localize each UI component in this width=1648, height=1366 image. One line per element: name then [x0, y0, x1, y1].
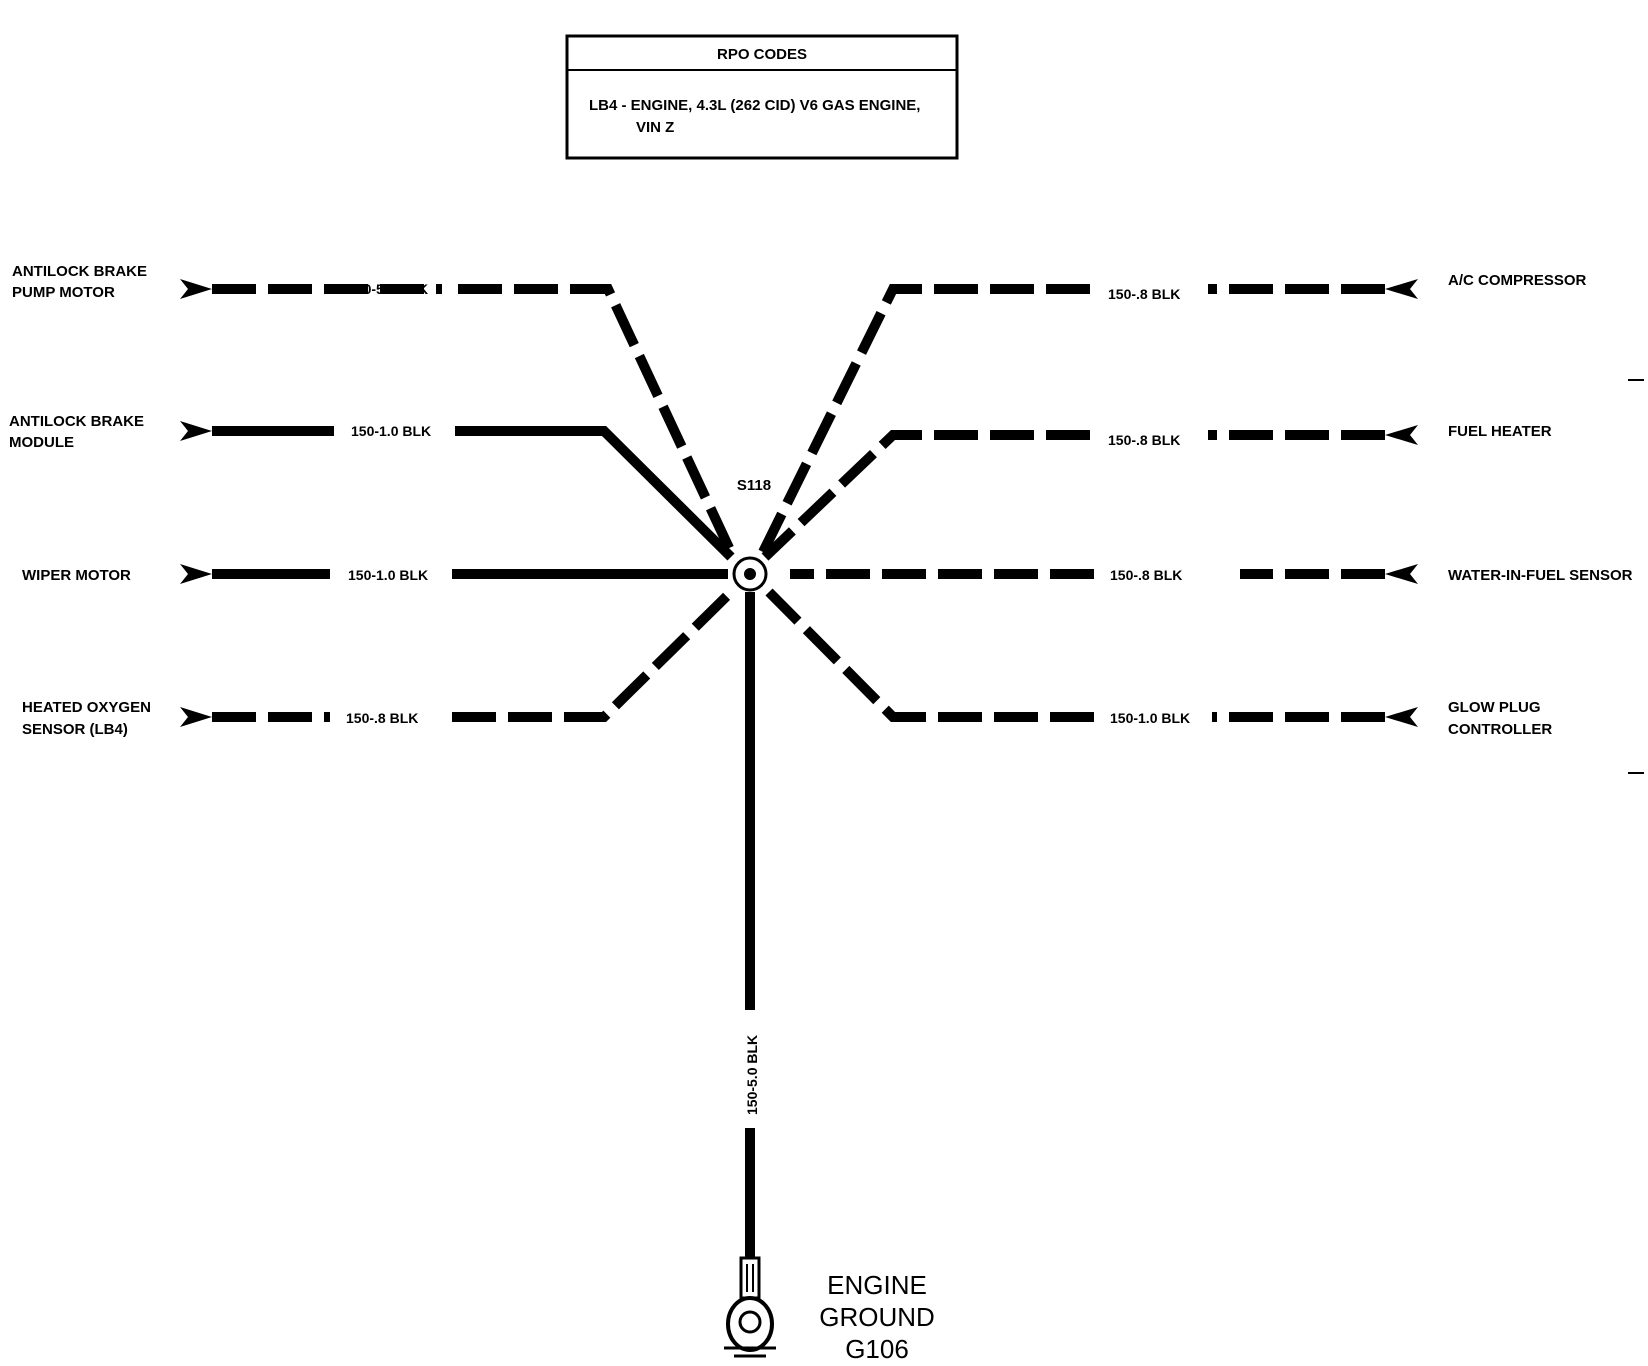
- splice-label: S118: [737, 477, 771, 494]
- rpo-codes-box: RPO CODES LB4 - ENGINE, 4.3L (262 CID) V…: [565, 34, 959, 160]
- label-fuel-heater: FUEL HEATER: [1448, 423, 1552, 440]
- label-antilock-brake-module-2: MODULE: [9, 434, 74, 451]
- label-ac-compressor: A/C COMPRESSOR: [1448, 272, 1587, 289]
- label-water-in-fuel-sensor: WATER-IN-FUEL SENSOR: [1448, 567, 1633, 584]
- wire-antilock-brake-module: [212, 426, 735, 561]
- wire-label-pump-motor: 150-5.0 BLK: [348, 281, 428, 297]
- label-heated-oxygen-sensor-2: SENSOR (LB4): [22, 721, 128, 738]
- wire-label-brake-module: 150-1.0 BLK: [351, 423, 431, 439]
- splice-s118: S118: [732, 477, 771, 592]
- label-antilock-brake-module-1: ANTILOCK BRAKE: [9, 413, 144, 430]
- label-antilock-brake-pump-motor-1: ANTILOCK BRAKE: [12, 263, 147, 280]
- label-glow-plug-controller-1: GLOW PLUG: [1448, 699, 1541, 716]
- wire-label-ground: 150-5.0 BLK: [744, 1035, 760, 1115]
- wire-antilock-brake-pump-motor: [212, 284, 736, 555]
- ground-label-3: G106: [845, 1334, 909, 1364]
- wire-glow-plug-controller: [765, 588, 1385, 722]
- connector-arrows-right: [1385, 279, 1418, 727]
- wire-label-water-in-fuel: 150-.8 BLK: [1110, 567, 1182, 583]
- connector-arrow-icon: [180, 707, 212, 727]
- label-antilock-brake-pump-motor-2: PUMP MOTOR: [12, 284, 115, 301]
- ground-symbol-icon: [724, 1256, 776, 1358]
- ground-label-2: GROUND: [819, 1302, 935, 1332]
- connector-arrow-icon: [1385, 425, 1418, 445]
- label-glow-plug-controller-2: CONTROLLER: [1448, 721, 1552, 738]
- wire-label-wiper-motor: 150-1.0 BLK: [348, 567, 428, 583]
- connector-arrows-left: [180, 279, 212, 727]
- rpo-code-line-2: VIN Z: [636, 119, 674, 136]
- connector-arrow-icon: [180, 279, 212, 299]
- wire-label-fuel-heater: 150-.8 BLK: [1108, 432, 1180, 448]
- connector-arrow-icon: [1385, 707, 1418, 727]
- wire-label-oxygen-sensor: 150-.8 BLK: [346, 710, 418, 726]
- wire-label-glow-plug: 150-1.0 BLK: [1110, 710, 1190, 726]
- rpo-codes-header: RPO CODES: [717, 46, 807, 63]
- label-heated-oxygen-sensor-1: HEATED OXYGEN: [22, 699, 151, 716]
- connector-arrow-icon: [1385, 564, 1418, 584]
- connector-arrow-icon: [1385, 279, 1418, 299]
- ground-label-1: ENGINE: [827, 1270, 927, 1300]
- label-wiper-motor: WIPER MOTOR: [22, 567, 131, 584]
- rpo-code-line-1: LB4 - ENGINE, 4.3L (262 CID) V6 GAS ENGI…: [589, 97, 920, 114]
- wire-label-ac-compressor: 150-.8 BLK: [1108, 286, 1180, 302]
- wire-ac-compressor: [758, 284, 1385, 555]
- connector-arrow-icon: [180, 564, 212, 584]
- connector-arrow-icon: [180, 421, 212, 441]
- wire-fuel-heater: [761, 430, 1385, 561]
- wire-heated-oxygen-sensor: [212, 588, 735, 722]
